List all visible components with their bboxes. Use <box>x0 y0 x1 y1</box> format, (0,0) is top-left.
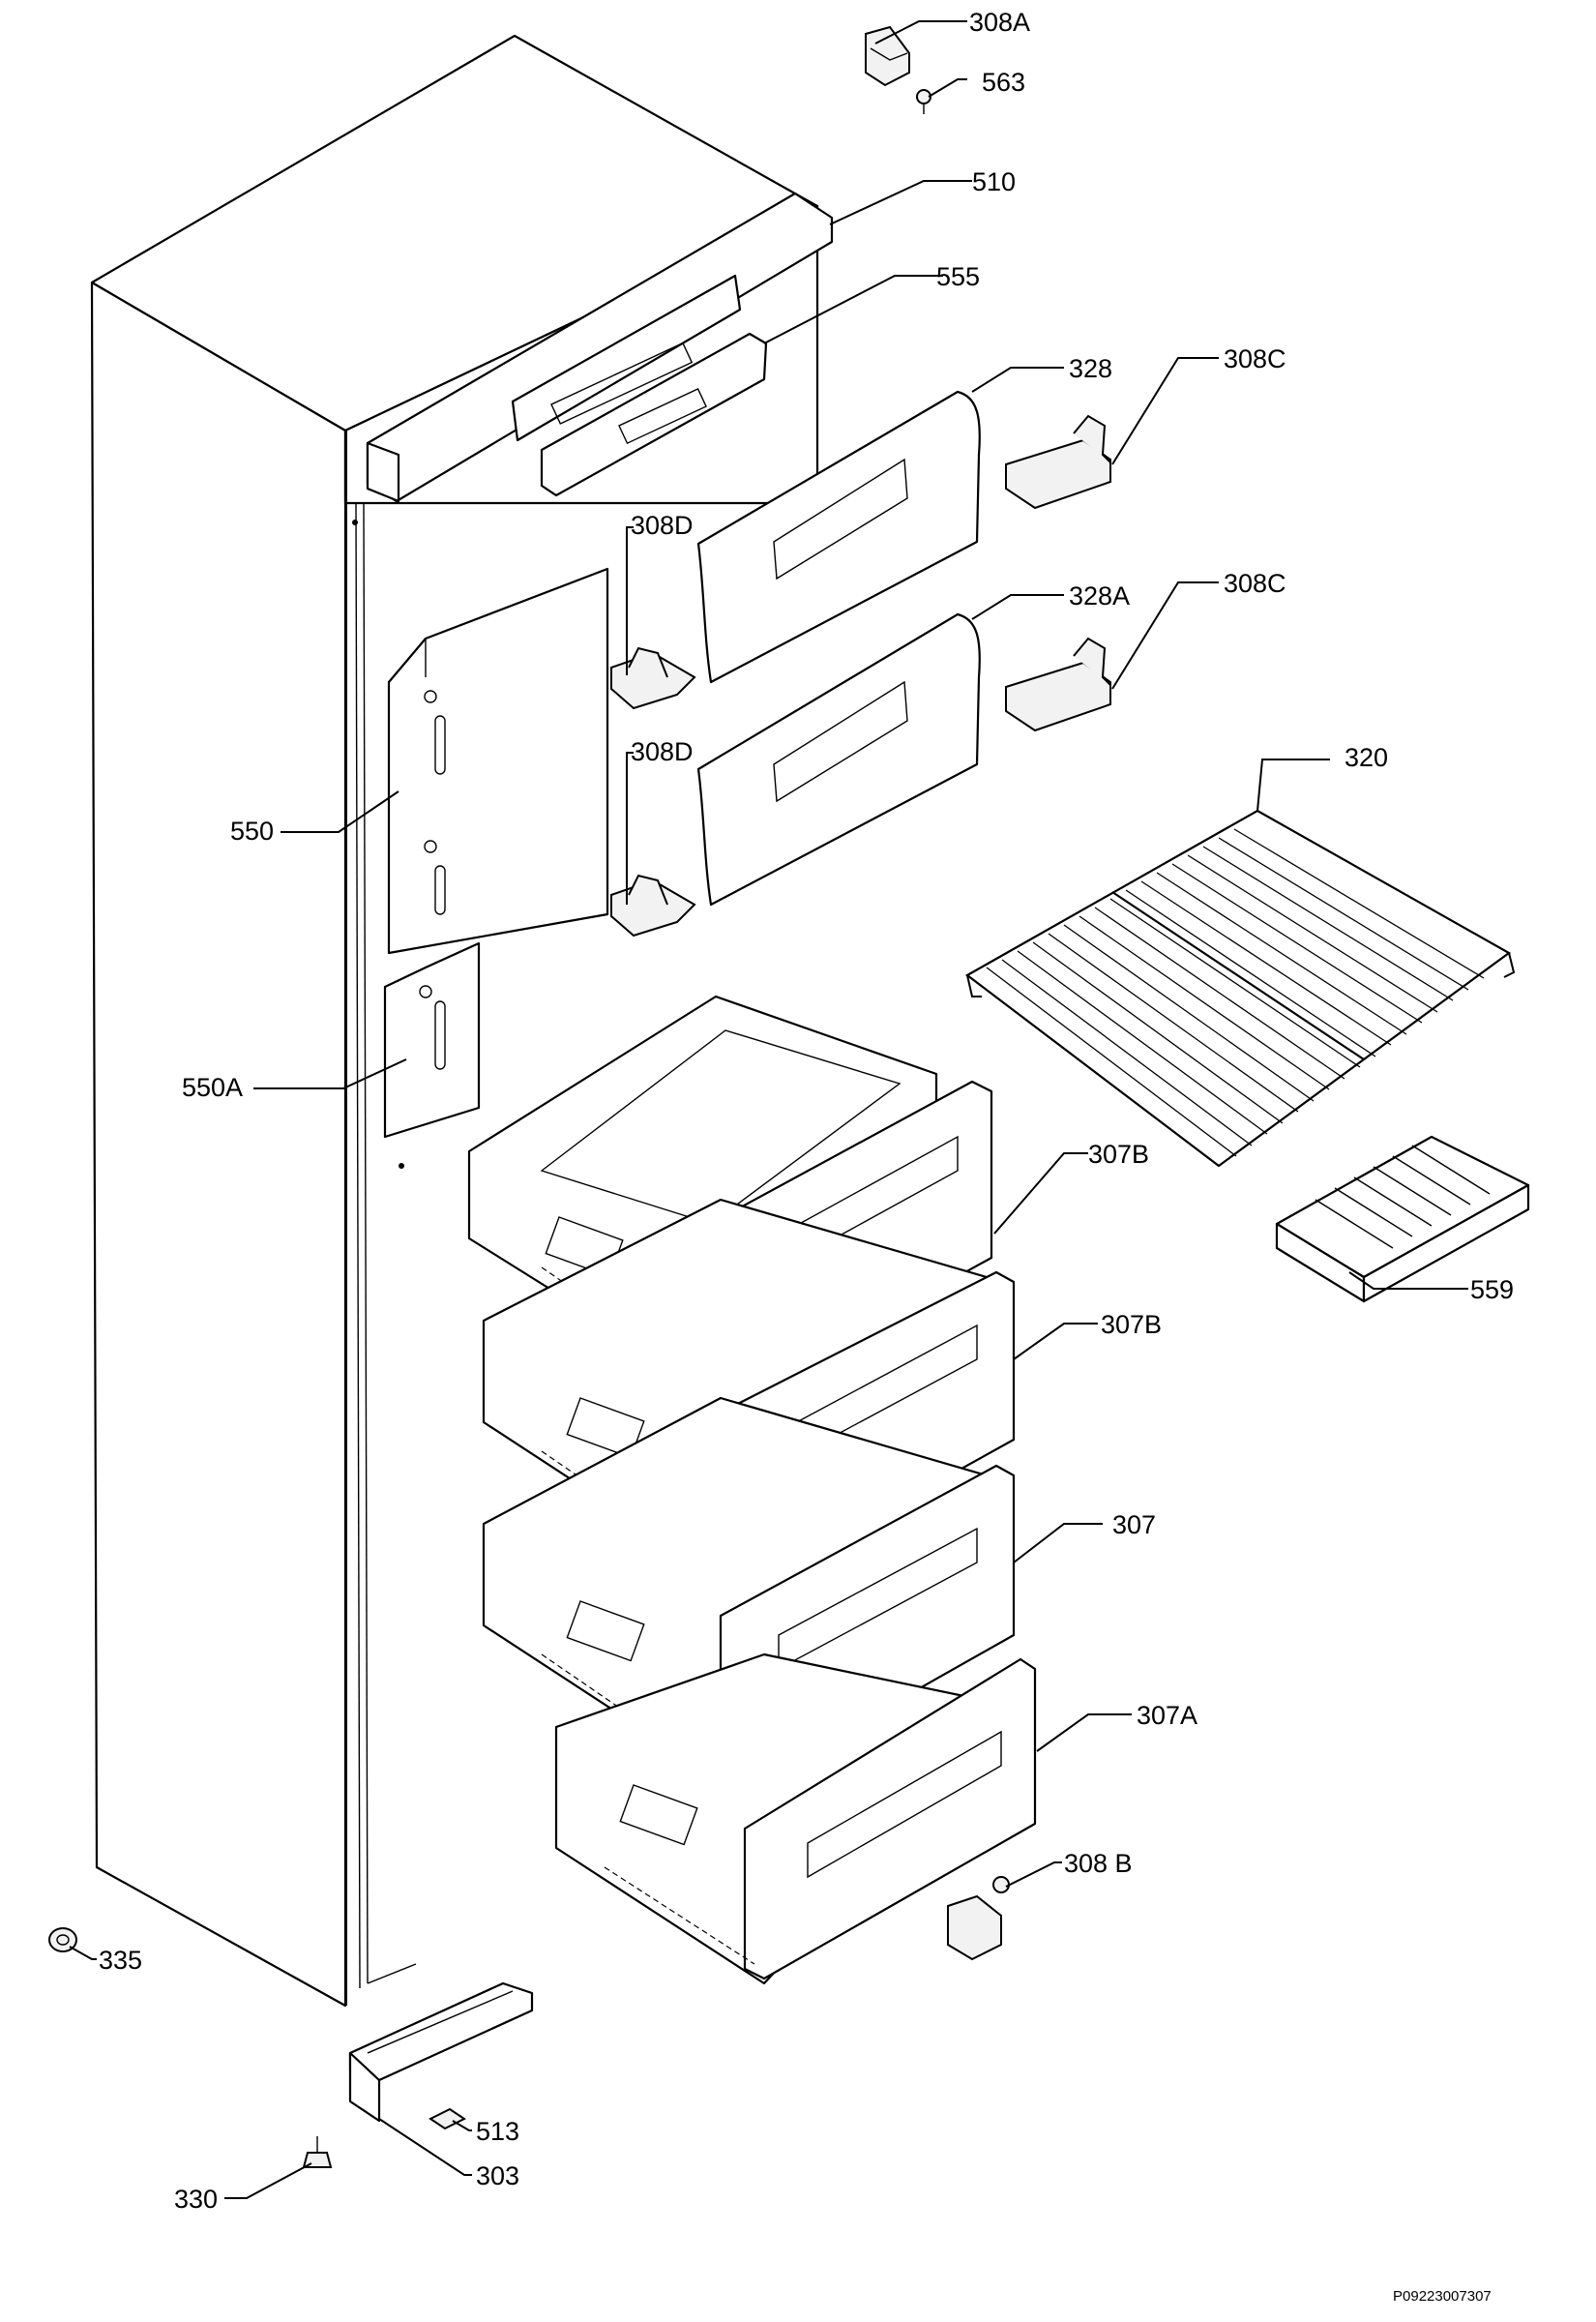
hinge-308D-lower <box>610 874 696 938</box>
callout-328: 328 <box>1069 354 1112 383</box>
callout-563: 563 <box>982 68 1025 97</box>
display-frame-555 <box>540 332 768 497</box>
drawer-307A <box>554 1652 1037 1985</box>
drawing-code: P09223007307 <box>1393 2288 1492 2305</box>
hinge-308C-upper <box>1005 414 1111 510</box>
clip-513 <box>429 2107 466 2130</box>
callout-550A: 550A <box>182 1073 243 1102</box>
bracket-308A <box>865 25 910 87</box>
callout-308B: 308 B <box>1064 1849 1133 1878</box>
callout-307B-upper: 307B <box>1088 1140 1149 1169</box>
callout-330: 330 <box>174 2185 218 2214</box>
bracket-308B <box>947 1876 1010 1961</box>
callout-328A: 328A <box>1069 581 1130 610</box>
ice-tray-559 <box>1275 1135 1530 1303</box>
callout-307B-lower: 307B <box>1101 1310 1162 1339</box>
callout-labels: 308A 563 510 555 328 308C 308D 328A 308C… <box>99 8 1514 2214</box>
callout-513: 513 <box>476 2117 519 2146</box>
screw-foot-330 <box>302 2136 333 2168</box>
callout-550: 550 <box>230 817 274 846</box>
callout-308A: 308A <box>969 8 1030 37</box>
foot-335 <box>48 1927 77 1952</box>
flap-328 <box>696 390 981 684</box>
callout-308D-lower: 308D <box>631 737 694 766</box>
callout-308C-lower: 308C <box>1224 569 1286 598</box>
callout-335: 335 <box>99 1946 142 1975</box>
callout-308C-upper: 308C <box>1224 344 1286 373</box>
callout-555: 555 <box>936 262 980 291</box>
control-panel-510 <box>366 192 834 503</box>
callout-510: 510 <box>972 167 1016 196</box>
callout-307: 307 <box>1112 1510 1156 1539</box>
callout-307A: 307A <box>1137 1701 1197 1730</box>
callout-308D-upper: 308D <box>631 511 694 540</box>
flap-328A <box>696 612 981 907</box>
side-panel-550 <box>387 567 609 955</box>
callout-559: 559 <box>1470 1275 1514 1304</box>
plinth-303 <box>348 1981 534 2123</box>
hinge-308D-upper <box>610 646 696 710</box>
side-panel-550A <box>383 941 481 1139</box>
screw-563 <box>916 89 931 114</box>
callout-320: 320 <box>1345 743 1388 772</box>
wire-shelf-320 <box>965 809 1516 1168</box>
callout-303: 303 <box>476 2161 519 2190</box>
leader-lines <box>69 20 1468 2199</box>
hinge-308C-lower <box>1005 637 1111 732</box>
